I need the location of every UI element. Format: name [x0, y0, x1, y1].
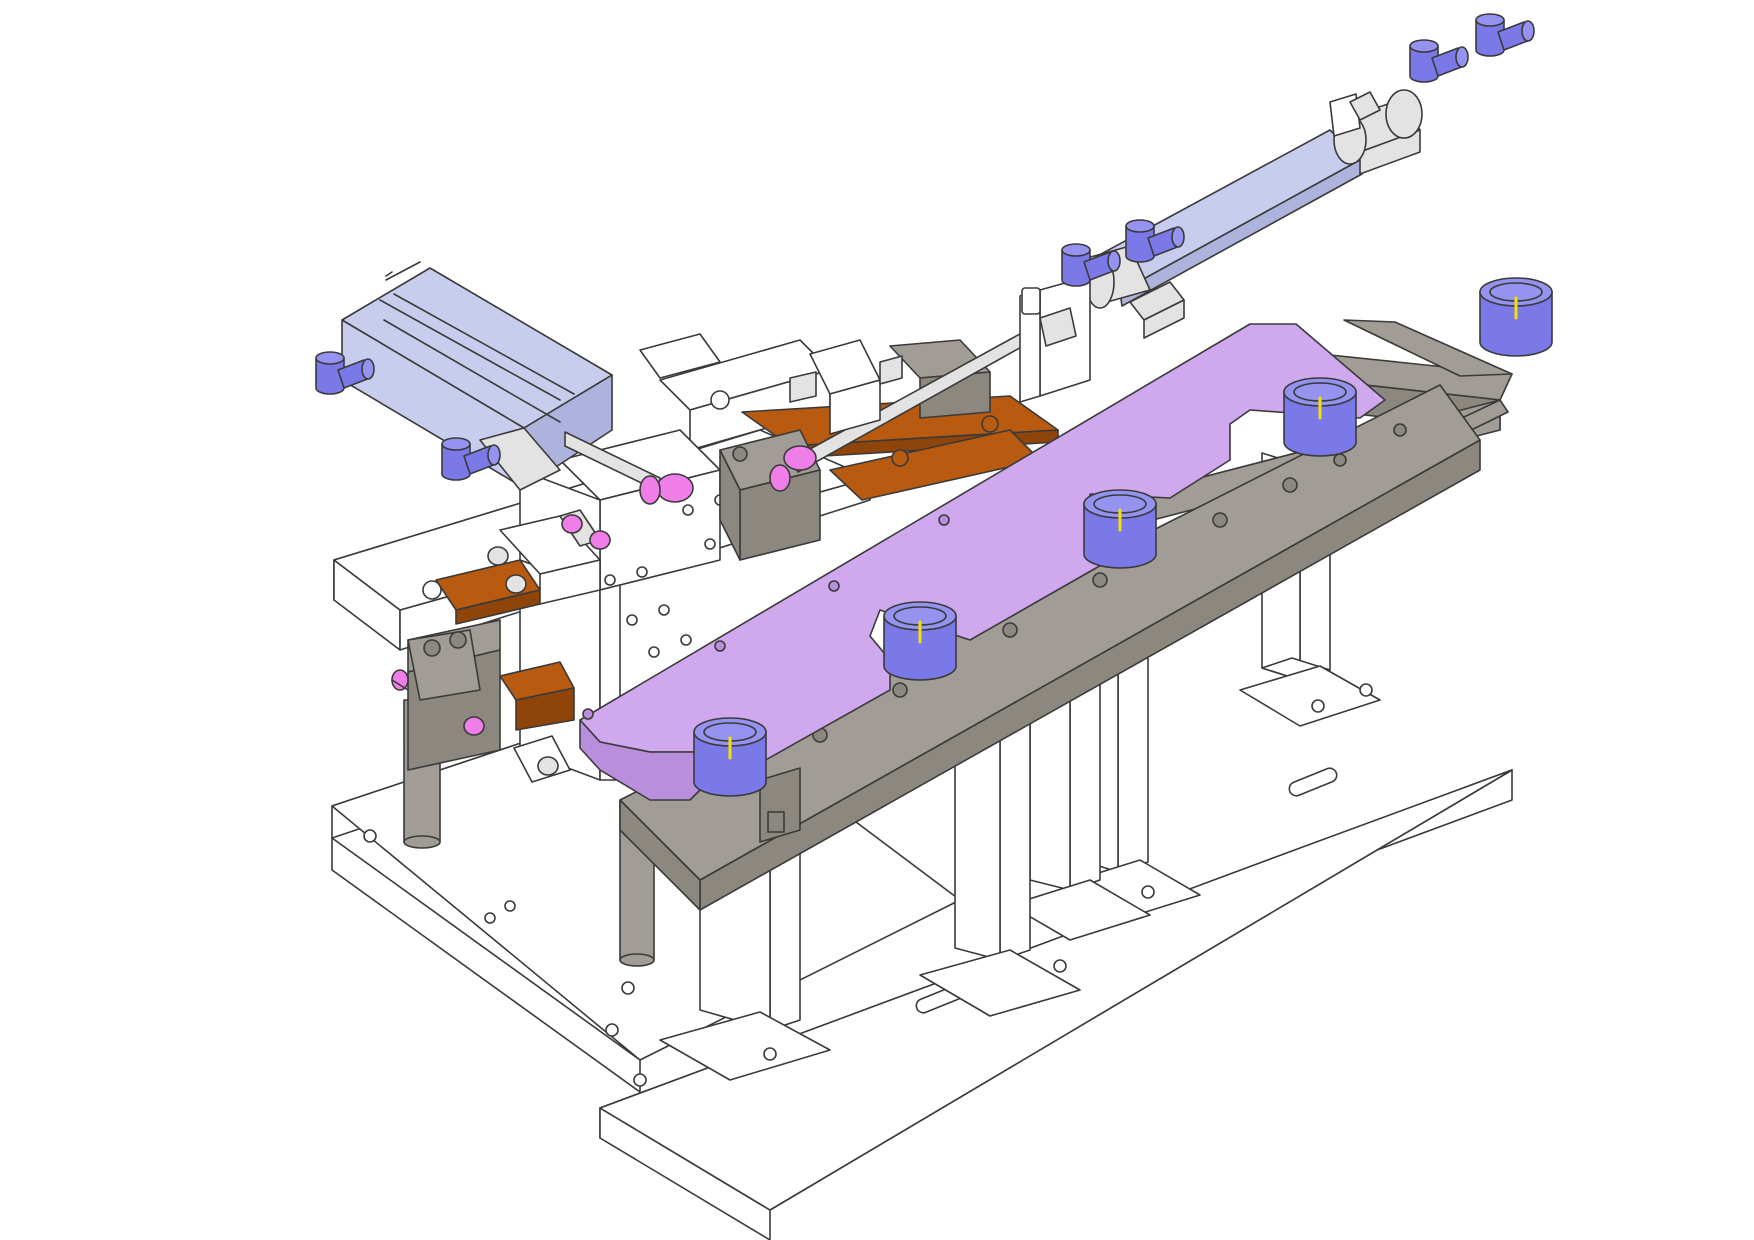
workpiece-nest [1283, 377, 1357, 457]
long-pneumatic-cylinder [769, 89, 1423, 492]
workpiece-nest [693, 717, 767, 797]
copper-slide-bars [435, 395, 1059, 731]
push-fitting-icon [1475, 13, 1535, 57]
push-fittings [315, 13, 1535, 481]
push-fitting-icon [1061, 243, 1121, 287]
push-fitting-icon [1125, 219, 1185, 263]
workpiece-nest [883, 601, 957, 681]
compact-pneumatic-cylinder [341, 261, 694, 505]
round-workpiece-nests [693, 277, 1553, 797]
push-fitting-icon [1409, 39, 1469, 83]
push-fitting-icon [315, 351, 375, 395]
adjuster-bolts [391, 509, 611, 783]
guide-rail-assembly [407, 319, 1513, 911]
workpiece-nest [1083, 489, 1157, 569]
push-fitting-icon [441, 437, 501, 481]
workpiece-nest [1479, 277, 1553, 357]
